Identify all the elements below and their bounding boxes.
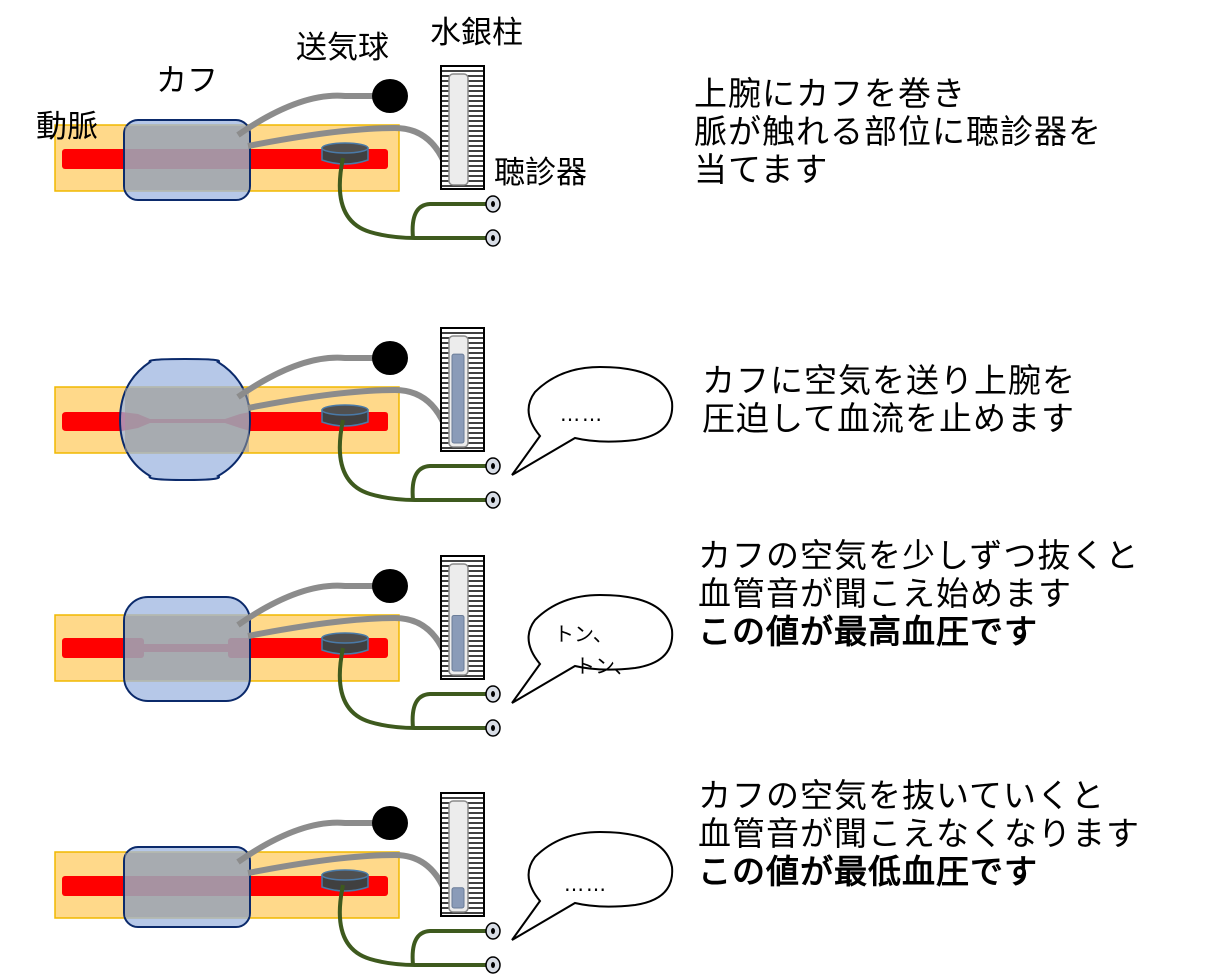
earpiece-hole: [491, 463, 495, 469]
label-cuff: カフ: [156, 63, 218, 99]
bulb-tube: [236, 354, 378, 400]
stethoscope-tube-upper: [410, 464, 488, 501]
step4-bubble-text: ……: [564, 872, 608, 896]
cuff-arm-overlap: [125, 853, 249, 917]
step2-description: カフに空気を送り上腕を 圧迫して血流を止めます: [702, 362, 1076, 438]
bulb-tube: [236, 819, 378, 865]
bulb: [372, 569, 408, 603]
stethoscope-tube-upper: [410, 202, 488, 239]
step2-bubble-text: ……: [560, 402, 604, 426]
mercury-tube: [448, 73, 469, 186]
step3-emphasis: この値が最高血圧です: [698, 612, 1038, 651]
step-2-illustration: [54, 327, 674, 509]
step3-bubble-text-1: トン、: [554, 622, 613, 646]
mercury-level: [451, 353, 465, 444]
cuff-arm-overlap: [125, 126, 249, 190]
step-1-illustration: [54, 65, 501, 247]
earpiece-hole: [491, 691, 495, 697]
step3-description: カフの空気を少しずつ抜くと 血管音が聞こえ始めます この値が最高血圧です: [698, 537, 1139, 651]
speech-bubble: [511, 593, 674, 704]
bulb: [372, 79, 408, 113]
stethoscope-tube-lower: [337, 884, 488, 967]
stethoscope-chestpiece-top: [321, 869, 369, 881]
earpiece-hole: [491, 928, 495, 934]
earpiece-hole: [491, 497, 495, 503]
bulb: [372, 806, 408, 840]
step3-bubble-text-2: トン、: [575, 654, 634, 678]
stethoscope-chestpiece-top: [321, 404, 369, 416]
stethoscope-tube-lower: [337, 419, 488, 502]
bulb-tube: [236, 92, 378, 138]
stethoscope-chestpiece-top: [321, 142, 369, 154]
step-3-illustration: [54, 555, 674, 737]
step1-line3: 当てます: [694, 150, 829, 189]
step2-line2: 圧迫して血流を止めます: [702, 399, 1076, 438]
label-artery: 動脈: [36, 109, 98, 145]
step1-description: 上腕にカフを巻き 脈が触れる部位に聴診器を 当てます: [694, 75, 1102, 189]
earpiece-hole: [491, 725, 495, 731]
step-4-illustration: [54, 792, 674, 974]
step4-line2: 血管音が聞こえなくなります: [698, 814, 1140, 853]
manometer-tube: [247, 124, 455, 189]
earpiece-hole: [491, 235, 495, 241]
step1-line1: 上腕にカフを巻き: [694, 74, 966, 113]
stethoscope-tube-lower: [337, 647, 488, 730]
manometer-tube: [247, 851, 455, 916]
mercury-level: [451, 614, 465, 672]
step3-line1: カフの空気を少しずつ抜くと: [698, 536, 1140, 575]
label-bulb: 送気球: [296, 30, 389, 66]
step1-line2: 脈が触れる部位に聴診器を: [694, 112, 1102, 151]
mercury-tube: [448, 800, 469, 913]
cuff-arm-overlap: [125, 616, 249, 680]
bulb-tube: [236, 582, 378, 628]
step2-line1: カフに空気を送り上腕を: [702, 361, 1076, 400]
stethoscope-tube-lower: [337, 157, 488, 240]
cuff-arm-overlap: [125, 388, 249, 452]
manometer-tube: [247, 386, 455, 451]
mercury-level: [451, 887, 465, 909]
stethoscope-tube-upper: [410, 929, 488, 966]
label-mercury-column: 水銀柱: [430, 15, 523, 51]
earpiece-hole: [491, 201, 495, 207]
speech-bubble: [511, 830, 674, 941]
step4-line1: カフの空気を抜いていくと: [698, 776, 1106, 815]
earpiece-hole: [491, 962, 495, 968]
step4-description: カフの空気を抜いていくと 血管音が聞こえなくなります この値が最低血圧です: [698, 777, 1140, 891]
label-stethoscope: 聴診器: [494, 155, 587, 191]
speech-bubble: [511, 365, 674, 476]
bulb: [372, 341, 408, 375]
step3-line2: 血管音が聞こえ始めます: [698, 574, 1072, 613]
manometer-tube: [247, 614, 455, 679]
stethoscope-chestpiece-top: [321, 632, 369, 644]
stethoscope-tube-upper: [410, 692, 488, 729]
step4-emphasis: この値が最低血圧です: [698, 852, 1038, 891]
